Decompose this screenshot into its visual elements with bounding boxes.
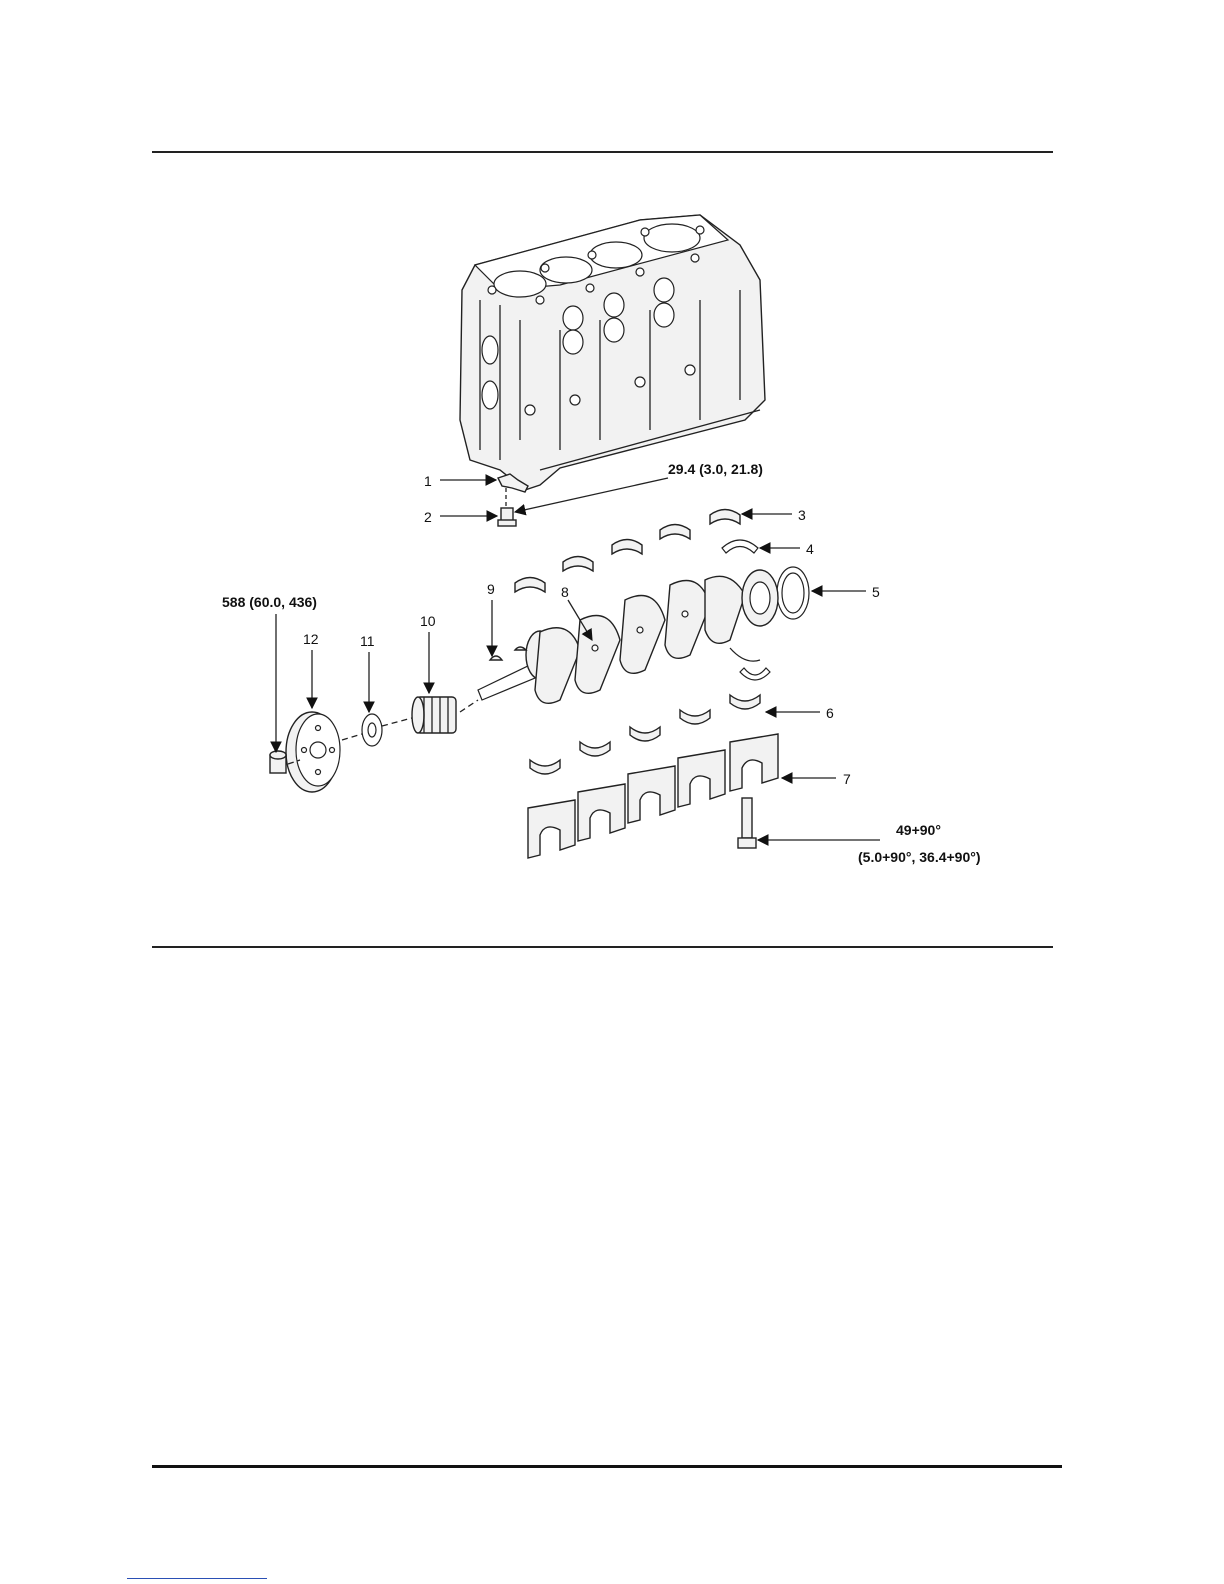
callout-4: 4 bbox=[806, 541, 814, 557]
callout-11: 11 bbox=[360, 633, 375, 649]
washer-part bbox=[362, 714, 382, 746]
callout-7: 7 bbox=[843, 771, 851, 787]
callout-2: 2 bbox=[424, 509, 432, 525]
callout-3: 3 bbox=[798, 507, 806, 523]
callout-1: 1 bbox=[424, 473, 432, 489]
callout-6: 6 bbox=[826, 705, 834, 721]
crankshaft-part bbox=[478, 570, 778, 703]
crank-sprocket-part bbox=[412, 697, 456, 733]
callout-10: 10 bbox=[420, 613, 436, 629]
callout-12: 12 bbox=[303, 631, 319, 647]
cylinder-block-illustration bbox=[460, 215, 765, 490]
woodruff-key-part bbox=[490, 647, 526, 660]
callout-5: 5 bbox=[872, 584, 880, 600]
torque-pulley-bolt: 588 (60.0, 436) bbox=[222, 594, 317, 610]
callout-8: 8 bbox=[561, 584, 569, 600]
torque-oil-jet-bolt: 29.4 (3.0, 21.8) bbox=[668, 461, 763, 477]
pulley-bolt-part bbox=[270, 751, 286, 773]
torque-main-cap-bolt-nm: 49+90° bbox=[896, 822, 941, 838]
crank-pulley-part bbox=[286, 712, 340, 792]
oil-jet-bolt-part bbox=[498, 508, 516, 526]
main-cap-bolt-part bbox=[738, 798, 756, 848]
rear-oil-seal bbox=[777, 567, 809, 619]
thrust-washer-upper bbox=[722, 540, 758, 553]
callout-9: 9 bbox=[487, 581, 495, 597]
torque-main-cap-bolt-kgf-lbf: (5.0+90°, 36.4+90°) bbox=[858, 849, 981, 865]
